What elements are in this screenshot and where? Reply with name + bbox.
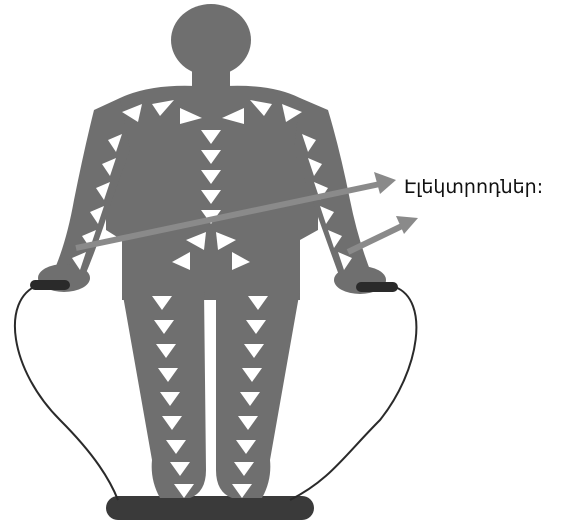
electrodes-label: Էլեկտրոդներ: [404,176,543,198]
human-body-silhouette [38,4,386,498]
left-hand-electrode [30,280,70,290]
left-cable [15,285,118,500]
right-cable [290,287,416,500]
right-hand-electrode [356,282,398,292]
foot-platform [106,496,314,520]
arrowhead-icon [374,172,396,194]
